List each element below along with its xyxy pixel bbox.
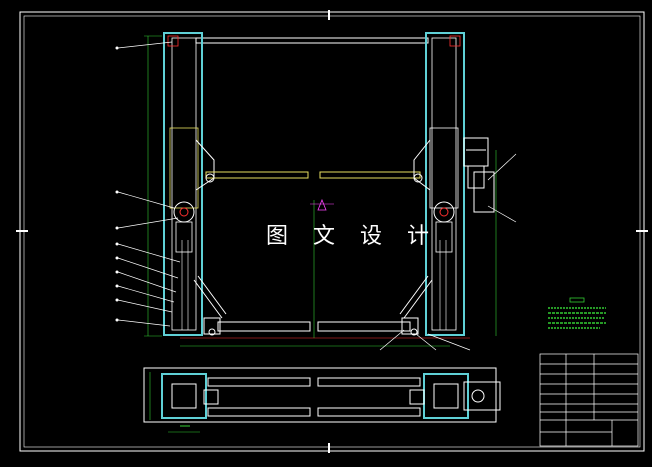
- technical-notes-block: [548, 297, 606, 329]
- right-column: [425, 32, 465, 336]
- title-block: [539, 353, 639, 447]
- lower-lift-arms: [180, 317, 470, 339]
- dimension-lines: [144, 35, 497, 347]
- plan-view: [143, 367, 501, 433]
- watermark-text: 图 文 设 计: [266, 224, 438, 249]
- lower-braces: [193, 275, 433, 319]
- top-crossbeam: [195, 37, 429, 44]
- center-axis: [310, 198, 334, 338]
- leader-bullets-left: [115, 46, 119, 322]
- leader-lines-right: [379, 153, 517, 351]
- leader-lines-left: [117, 41, 181, 327]
- frame-center-marks: [16, 10, 648, 453]
- left-column: [163, 32, 203, 336]
- motor-pump-unit: [463, 137, 495, 213]
- upper-lift-arms: [195, 139, 431, 191]
